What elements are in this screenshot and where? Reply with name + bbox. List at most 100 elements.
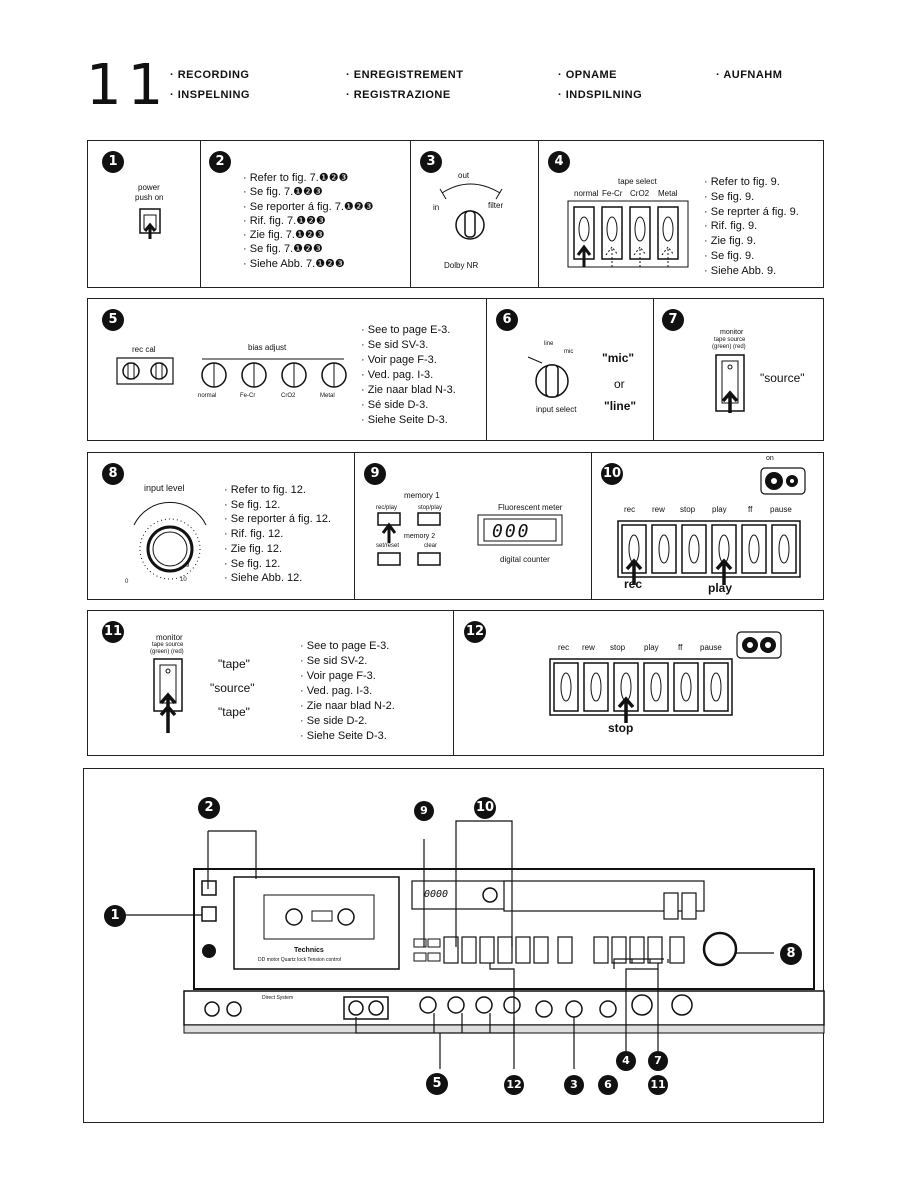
heading-recording: RECORDING (170, 69, 249, 81)
callout-12: 12 (504, 1075, 524, 1095)
deck-system-label: Direct System (262, 995, 294, 1001)
play-caption: play (708, 581, 733, 595)
step5-refs: See to page E-3.Se sid SV-3.Voir page F-… (361, 323, 456, 428)
callout-7: 7 (648, 1051, 668, 1071)
heading-enregistrement: ENREGISTREMENT (346, 69, 463, 81)
step3-number: 3 (420, 151, 442, 173)
level-0: 0 (125, 579, 129, 585)
heading-registrazione: REGISTRAZIONE (346, 89, 451, 101)
row2-panel: 5 rec cal bias adjust normal Fe-Cr CrO2 … (87, 298, 824, 441)
callout-5: 5 (426, 1073, 448, 1095)
callout-9: 9 (414, 801, 434, 821)
power-button-icon (139, 208, 161, 239)
step6-number: 6 (496, 309, 518, 331)
line-label: "line" (604, 399, 637, 413)
rec-cal-knobs-icon (116, 357, 174, 385)
deck-counter: 0000 (424, 889, 449, 900)
state-tape-1: "tape" (218, 657, 250, 671)
key12-stop: stop (610, 643, 626, 652)
callout-2: 2 (198, 797, 220, 819)
input-select-switch-icon (527, 356, 569, 398)
or-label: or (614, 377, 625, 391)
state-tape-2: "tape" (218, 705, 250, 719)
callout-3: 3 (564, 1075, 584, 1095)
callout-6: 6 (598, 1075, 618, 1095)
key-ff: ff (748, 505, 753, 514)
step11-number: 11 (102, 621, 124, 643)
monitor-toggle-icon (153, 658, 183, 733)
callout-1: 1 (104, 905, 126, 927)
stop-play-label: stop/play (418, 505, 443, 511)
step8-number: 8 (102, 463, 124, 485)
rec-caption: rec (624, 577, 643, 591)
dolby-switch-icon (439, 183, 503, 240)
key-rew: rew (652, 505, 665, 514)
key12-pause: pause (700, 643, 722, 652)
row1-panel: 1 power push on 2 Refer to fig. 7.❶❷❸ Se… (87, 140, 824, 288)
power-label: power (138, 183, 160, 192)
stop-caption: stop (608, 721, 634, 735)
step11-refs: See to page E-3.Se sid SV-2.Voir page F-… (300, 639, 395, 744)
digital-counter-display (477, 514, 563, 546)
dolby-nr-label: Dolby NR (444, 261, 479, 270)
deck-brand: Technics (294, 947, 324, 954)
key-pause: pause (770, 505, 792, 514)
callout-4: 4 (616, 1051, 636, 1071)
step8-refs: Refer to fig. 12.Se fig. 12.Se reporter … (224, 483, 331, 586)
bias-type-fecr: Fe-Cr (240, 393, 256, 399)
clear-label: clear (424, 543, 438, 549)
monitor-label: monitor (720, 329, 744, 336)
push-on-label: push on (135, 193, 164, 202)
level-10: 10 (180, 577, 187, 583)
state-source: "source" (210, 681, 255, 695)
key12-rec: rec (558, 643, 570, 652)
page-number: 11 (86, 53, 170, 118)
tape-select-label: tape select (618, 177, 657, 186)
step4-refs: Refer to fig. 9.Se fig. 9.Se reprter á f… (704, 175, 799, 279)
dolby-filter-label: filter (488, 201, 504, 210)
rec-cal-label: rec cal (132, 345, 156, 354)
key12-ff: ff (678, 643, 683, 652)
pause-indicator-icon (736, 631, 782, 659)
heading-indspilning: INDSPILNING (558, 89, 642, 101)
callout-10: 10 (474, 797, 496, 819)
green-red-label: (green) (red) (712, 344, 746, 350)
source-label: "source" (760, 371, 805, 385)
cassette-deck-illustration (124, 820, 825, 1069)
dolby-out-label: out (458, 171, 470, 180)
tape-source-label-11: tape source (152, 642, 184, 648)
green-red-label-11: (green) (red) (150, 649, 184, 655)
callout-11: 11 (648, 1075, 668, 1095)
step2-number: 2 (209, 151, 231, 173)
callout-8: 8 (780, 943, 802, 965)
tape-type-cro2: CrO2 (630, 189, 650, 198)
step1-number: 1 (102, 151, 124, 173)
on-indicator-label: on (766, 455, 774, 462)
step10-number: 10 (601, 463, 623, 485)
fluorescent-meter-label: Fluorescent meter (498, 503, 563, 512)
bias-type-cro2: CrO2 (281, 393, 296, 399)
set-reset-label: set/reset (376, 543, 400, 549)
step12-number: 12 (464, 621, 486, 643)
rec-indicator-icon (760, 467, 806, 495)
step5-number: 5 (102, 309, 124, 331)
heading-inspelning: INSPELNING (170, 89, 250, 101)
digital-counter-label: digital counter (500, 555, 550, 564)
bias-adjust-knobs-icon (201, 358, 347, 388)
step7-number: 7 (662, 309, 684, 331)
tape-type-fecr: Fe-Cr (602, 189, 623, 198)
tape-select-buttons-icon (567, 200, 689, 268)
key12-play: play (644, 643, 659, 652)
rec-play-label: rec/play (376, 505, 398, 511)
tape-source-label: tape source (714, 337, 746, 343)
monitor-button-icon (715, 354, 745, 413)
row3-panel: 8 input level 0 9 10 Refer to fig. 12.Se… (87, 452, 824, 600)
heading-aufnahm: AUFNAHM (716, 69, 782, 81)
tape-type-metal: Metal (658, 189, 678, 198)
input-select-label: input select (536, 405, 577, 414)
memory2-label: memory 2 (404, 533, 436, 540)
level-9: 9 (186, 563, 190, 569)
bias-type-normal: normal (198, 393, 217, 399)
key12-rew: rew (582, 643, 595, 652)
memory-buttons-icon (377, 512, 441, 566)
